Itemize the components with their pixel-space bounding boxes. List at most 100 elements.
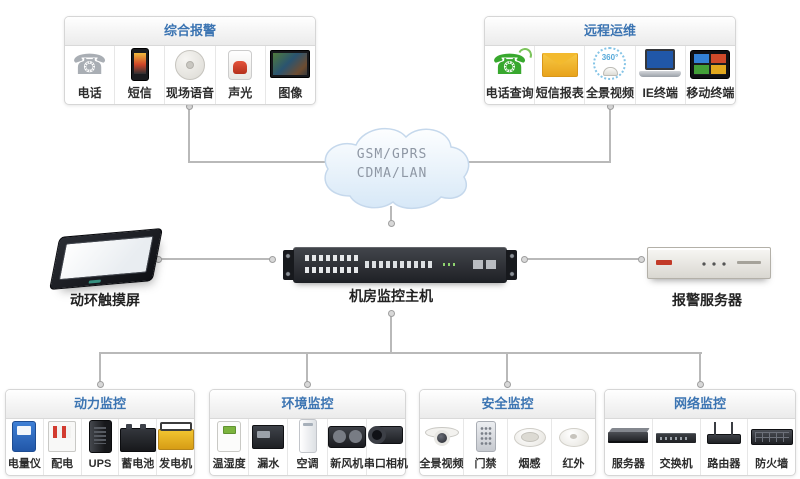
item-firewall: 防火墙: [748, 419, 795, 475]
tablet-icon: [687, 46, 733, 84]
item-generator: 发电机: [157, 419, 194, 475]
panorama-badge: 360°: [601, 53, 619, 62]
item-water-leak: 漏水: [249, 419, 289, 475]
speaker-icon: [167, 46, 213, 84]
item-ie-terminal: IE终端: [636, 46, 686, 104]
connector-dot: [388, 220, 395, 227]
touchscreen-label: 动环触摸屏: [70, 292, 140, 308]
generator-icon: [153, 418, 199, 456]
cloud-line2: CDMA/LAN: [356, 166, 428, 181]
item-label: 短信报表: [535, 86, 584, 100]
smoke-detector-icon: [507, 418, 553, 456]
panel-environment-title: 环境监控: [210, 390, 405, 419]
touchscreen-image: [49, 227, 163, 291]
connector-dot: [97, 381, 104, 388]
item-label: 电话: [77, 86, 102, 100]
switch-icon: [653, 418, 699, 456]
panel-alarm: 综合报警 电话 短信 现场语音 声光 图像: [64, 16, 316, 105]
dome-camera-icon: [419, 418, 465, 456]
connector-alarm-vertical: [188, 107, 190, 163]
green-phone-icon: [487, 46, 533, 84]
item-fresh-air: 新风机: [327, 419, 367, 475]
alarm-server-image: [647, 247, 771, 279]
item-label: 红外: [562, 458, 585, 470]
panel-power-title: 动力监控: [6, 390, 194, 419]
panel-security-title: 安全监控: [420, 390, 595, 419]
alarm-server-label: 报警服务器: [672, 292, 742, 308]
item-access-control: 门禁: [464, 419, 508, 475]
siren-icon: [217, 46, 263, 84]
item-label: 蓄电池: [121, 458, 155, 470]
item-label: 全景视频: [419, 458, 464, 470]
item-label: 串口相机: [363, 458, 408, 470]
router-icon: [701, 418, 747, 456]
item-power-meter: 电量仪: [6, 419, 44, 475]
connector-host-server: [527, 258, 641, 260]
item-dome-video: 全景视频: [420, 419, 464, 475]
panel-network-items: 服务器 交换机 路由器 防火墙: [605, 419, 795, 475]
connector-dot: [638, 256, 645, 263]
serial-camera-icon: [363, 418, 409, 456]
connector-dot: [388, 310, 395, 317]
item-label: 防火墙: [755, 458, 789, 470]
item-aircon: 空调: [288, 419, 328, 475]
item-battery: 蓄电池: [119, 419, 158, 475]
panel-remote-title: 远程运维: [485, 17, 735, 46]
item-label: 配电: [51, 458, 74, 470]
item-label: 电话查询: [485, 86, 534, 100]
item-label: 服务器: [611, 458, 645, 470]
item-label: 交换机: [659, 458, 693, 470]
connector-host-down: [390, 314, 392, 354]
connector-dot: [269, 256, 276, 263]
item-ups: UPS: [82, 419, 120, 475]
water-leak-icon: [245, 418, 291, 456]
item-label: 温湿度: [212, 458, 246, 470]
connector-drop-power: [99, 352, 101, 383]
item-onsite-voice: 现场语音: [165, 46, 216, 104]
item-label: 移动终端: [686, 86, 735, 100]
monitoring-host-label: 机房监控主机: [349, 288, 433, 304]
item-sms-report: 短信报表: [535, 46, 586, 104]
panel-environment-items: 温湿度 漏水 空调 新风机 串口相机: [210, 419, 408, 475]
laptop-icon: [637, 46, 683, 84]
envelope-icon: [537, 46, 583, 84]
panel-remote: 远程运维 电话查询 短信报表 360° 全景视频 IE终端: [484, 16, 736, 105]
item-label: 图像: [278, 86, 303, 100]
connector-alarm-horizontal: [188, 161, 350, 163]
item-distribution: 配电: [44, 419, 82, 475]
item-sms: 短信: [115, 46, 166, 104]
monitoring-host-image: [283, 247, 517, 283]
item-label: 短信: [127, 86, 152, 100]
item-label: IE终端: [642, 86, 678, 100]
item-label: 声光: [228, 86, 253, 100]
keypad-icon: [463, 418, 509, 456]
connector-drop-network: [699, 352, 701, 383]
item-label: 烟感: [518, 458, 541, 470]
desk-phone-icon: [67, 46, 113, 84]
panel-power-items: 电量仪 配电 UPS 蓄电池 发电机: [6, 419, 194, 475]
server-icon: [605, 418, 651, 456]
item-smoke: 烟感: [508, 419, 552, 475]
panel-alarm-title: 综合报警: [65, 17, 315, 46]
connector-dot: [521, 256, 528, 263]
connector-remote-vertical: [609, 107, 611, 163]
ups-icon: [77, 418, 123, 456]
smartphone-icon: [117, 46, 163, 84]
temp-humidity-icon: [206, 418, 252, 456]
infrared-icon: [551, 418, 597, 456]
connector-bottom-bus: [99, 352, 702, 354]
item-label: 门禁: [474, 458, 497, 470]
connector-cloud-down: [390, 206, 392, 222]
connector-dot: [504, 381, 511, 388]
item-mobile-terminal: 移动终端: [686, 46, 735, 104]
power-meter-icon: [1, 418, 47, 456]
item-phone-query: 电话查询: [485, 46, 536, 104]
item-label: 新风机: [330, 458, 364, 470]
panel-security: 安全监控 全景视频 门禁 烟感 红外: [419, 389, 596, 476]
connector-remote-horizontal: [440, 161, 611, 163]
item-label: 电量仪: [7, 458, 41, 470]
breaker-icon: [39, 418, 85, 456]
connector-drop-environment: [306, 352, 308, 383]
panel-security-items: 全景视频 门禁 烟感 红外: [420, 419, 595, 475]
